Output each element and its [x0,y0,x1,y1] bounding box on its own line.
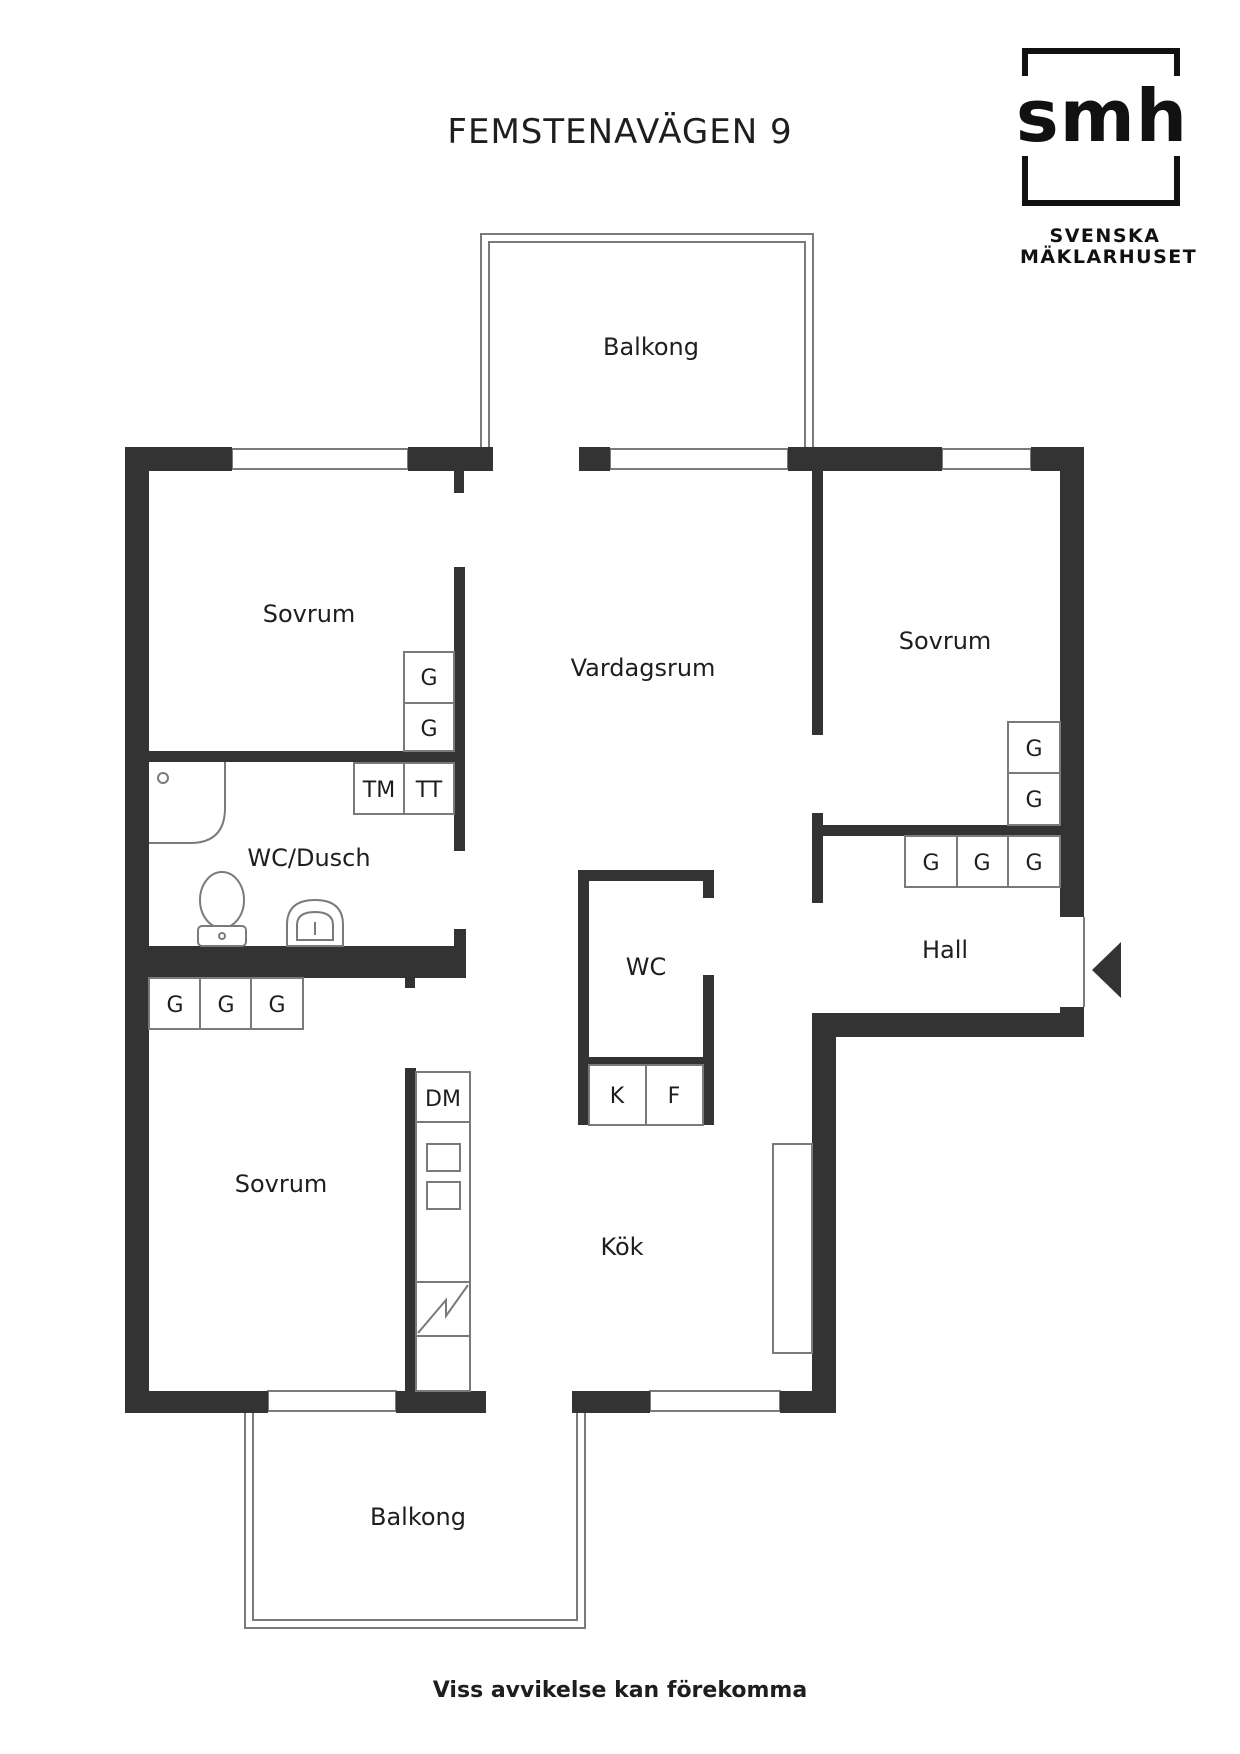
wardrobe-label: G [166,993,183,1018]
windows [231,448,1032,1412]
room-label-wc: WC [626,953,667,981]
page-title: FEMSTENAVÄGEN 9 [447,112,793,152]
washer-label: TM [362,778,395,803]
wardrobe-label: G [420,717,437,742]
entrance-arrow-icon [1092,942,1121,998]
shower-area [149,762,226,844]
toilet-icon [197,871,247,947]
room-label-sovrum-top-left: Sovrum [263,600,356,628]
dishwasher-label: DM [425,1087,461,1112]
room-label-balkong-top: Balkong [603,333,699,361]
sink-icon [286,898,344,947]
logo-line-1: SVENSKA [1049,225,1161,247]
logo-subtitle: SVENSKA MÄKLARHUSET [1020,225,1198,268]
wardrobe-label: G [1025,851,1042,876]
wardrobe-label: G [217,993,234,1018]
walls [125,447,1084,1413]
wardrobe-label: G [1025,788,1042,813]
room-label-vardagsrum: Vardagsrum [571,654,716,682]
wardrobe-label: G [1025,737,1042,762]
freezer-label: F [668,1084,681,1109]
disclaimer-note: Viss avvikelse kan förekomma [432,1678,808,1703]
wardrobe-label: G [420,666,437,691]
balcony-top [480,233,814,447]
room-label-hall: Hall [922,936,968,964]
company-logo: smh SVENSKA MÄKLARHUSET [1014,48,1198,268]
shower-drain-icon [157,772,169,784]
room-label-sovrum-bottom-left: Sovrum [235,1170,328,1198]
room-label-balkong-bottom: Balkong [370,1503,466,1531]
logo-mark: smh [1014,74,1190,158]
room-label-wc-dusch: WC/Dusch [247,844,370,872]
dryer-label: TT [415,778,443,803]
fixtures [148,651,1061,1392]
wardrobe-label: G [268,993,285,1018]
wardrobe-label: G [973,851,990,876]
room-label-kok: Kök [600,1233,643,1261]
wardrobe-label: G [922,851,939,876]
fridge-label: K [610,1084,625,1109]
room-label-sovrum-right: Sovrum [899,627,992,655]
logo-line-2: MÄKLARHUSET [1020,246,1198,268]
balcony-bottom [244,1413,586,1629]
